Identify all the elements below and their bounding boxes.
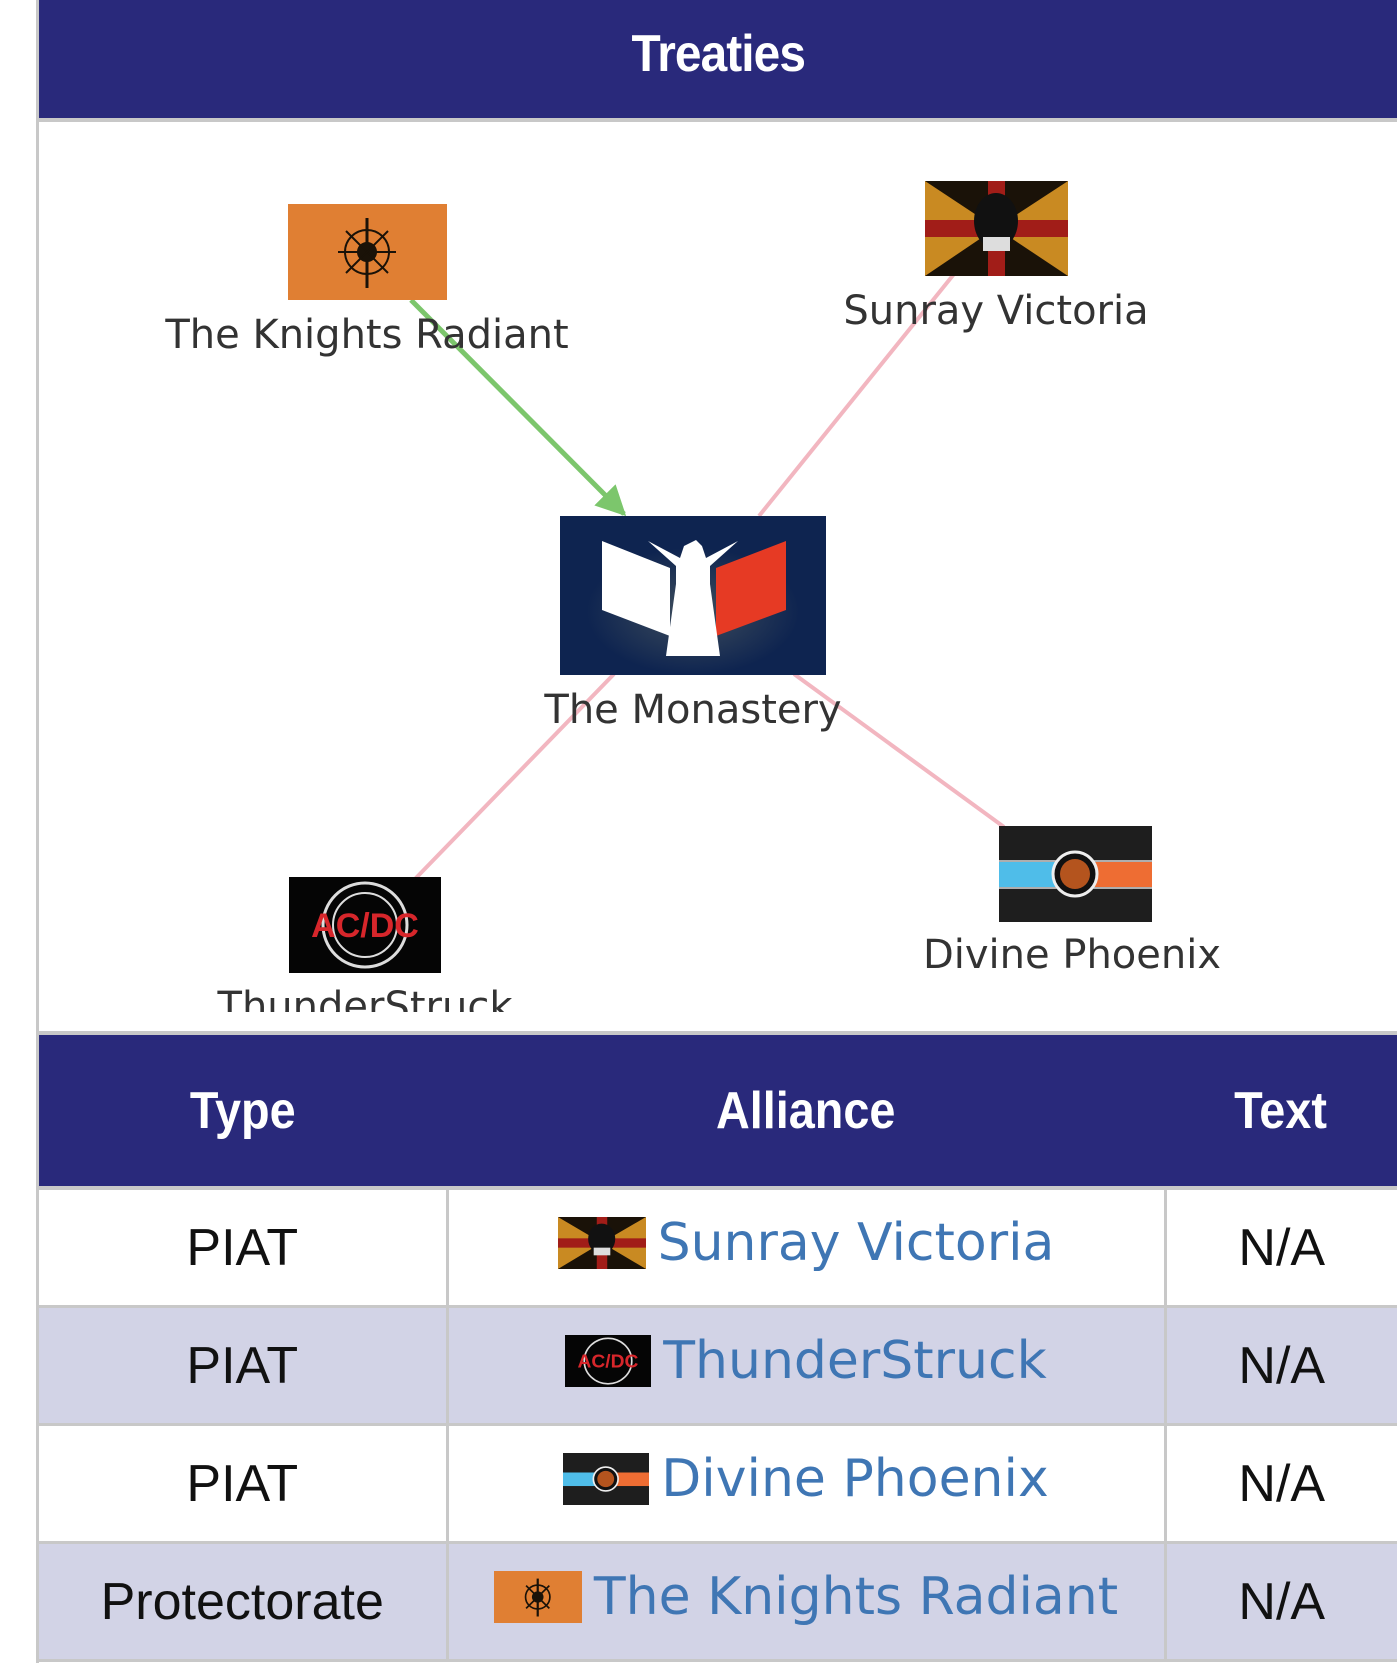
text-cell: N/A <box>1165 1542 1397 1662</box>
node-label: The Monastery <box>544 687 842 733</box>
node-label: ThunderStruck <box>217 984 513 1012</box>
type-cell: PIAT <box>39 1424 449 1544</box>
knights-radiant-flag <box>288 204 447 300</box>
table-header-row: Type Alliance Text <box>39 1035 1397 1190</box>
section-header: Treaties <box>39 0 1397 122</box>
knights-radiant-flag <box>493 1571 582 1623</box>
type-cell: Protectorate <box>39 1542 449 1662</box>
column-header-type[interactable]: Type <box>39 1035 447 1190</box>
node-label: Sunray Victoria <box>843 288 1149 334</box>
divine-phoenix-flag <box>999 826 1152 922</box>
page-frame <box>36 0 1397 1663</box>
edge-knights-monastery <box>409 298 627 517</box>
edges-layer <box>409 272 1006 881</box>
thunderstruck-flag: AC/DC <box>289 877 441 973</box>
treaty-web-diagram[interactable]: The Knights Radiant Sunray Victoria <box>39 122 1397 1012</box>
text-cell: N/A <box>1165 1188 1397 1308</box>
treaties-table: Type Alliance Text PIAT <box>39 1035 1397 1662</box>
header-label: Text <box>1234 1081 1328 1140</box>
type-cell: PIAT <box>39 1306 449 1426</box>
type-cell: PIAT <box>39 1188 449 1308</box>
divider <box>39 1031 1397 1035</box>
edge-phoenix-monastery <box>792 672 1006 829</box>
alliance-cell: Sunray Victoria <box>447 1188 1167 1308</box>
svg-text:AC/DC: AC/DC <box>311 907 419 945</box>
node-label: Divine Phoenix <box>922 932 1222 978</box>
sunray-victoria-flag <box>557 1217 646 1269</box>
svg-text:AC/DC: AC/DC <box>578 1351 639 1372</box>
header-label: Type <box>190 1081 296 1140</box>
alliance-link-thunderstruck[interactable]: AC/DC ThunderStruck <box>565 1331 1047 1391</box>
column-header-text[interactable]: Text <box>1165 1035 1397 1190</box>
alliance-name: The Knights Radiant <box>593 1567 1119 1627</box>
alliance-name: Divine Phoenix <box>661 1449 1049 1509</box>
alliance-name: ThunderStruck <box>663 1331 1047 1391</box>
node-label: The Knights Radiant <box>165 312 569 358</box>
alliance-link-divine-phoenix[interactable]: Divine Phoenix <box>563 1449 1049 1509</box>
sunray-victoria-flag <box>925 181 1068 276</box>
text-cell: N/A <box>1165 1306 1397 1426</box>
thunderstruck-flag: AC/DC <box>565 1335 652 1387</box>
alliance-link-sunray-victoria[interactable]: Sunray Victoria <box>557 1213 1055 1273</box>
alliance-cell: Divine Phoenix <box>447 1424 1167 1544</box>
header-label: Alliance <box>716 1081 896 1140</box>
edge-sunray-monastery <box>757 272 956 518</box>
table-row: PIAT Sunray Victoria <box>39 1188 1397 1308</box>
monastery-flag <box>560 516 826 675</box>
alliance-cell: The Knights Radiant <box>447 1542 1167 1662</box>
alliance-cell: AC/DC ThunderStruck <box>447 1306 1167 1426</box>
table-row: PIAT Divine Phoenix N/A <box>39 1424 1397 1544</box>
divine-phoenix-flag <box>563 1453 650 1505</box>
edge-thunderstruck-monastery <box>413 672 616 881</box>
table-row: Protectorate <box>39 1542 1397 1662</box>
table-row: PIAT AC/DC ThunderStruck N/A <box>39 1306 1397 1426</box>
section-title: Treaties <box>631 25 805 83</box>
alliance-link-knights-radiant[interactable]: The Knights Radiant <box>493 1567 1119 1627</box>
alliance-name: Sunray Victoria <box>657 1213 1055 1273</box>
column-header-alliance[interactable]: Alliance <box>447 1035 1165 1190</box>
text-cell: N/A <box>1165 1424 1397 1544</box>
